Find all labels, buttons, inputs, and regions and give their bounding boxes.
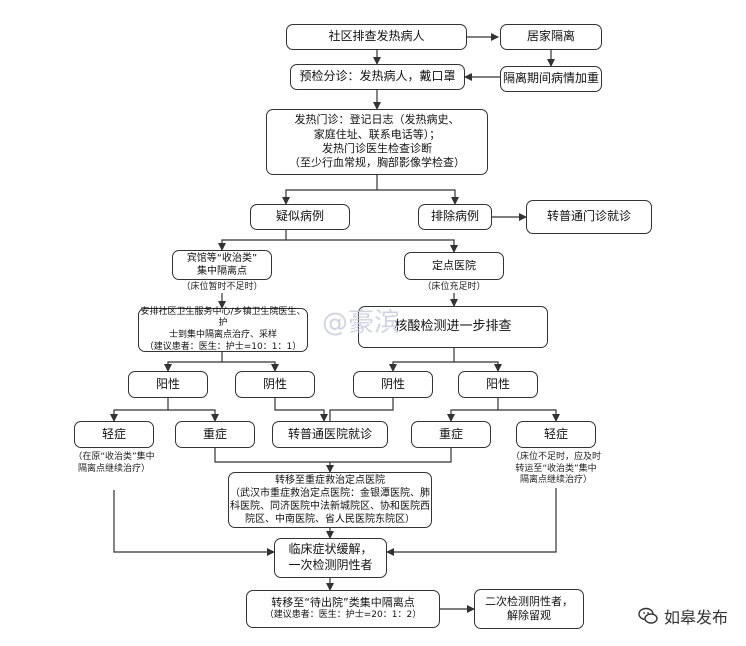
general-clinic-label: 转普通门诊就诊 (546, 209, 631, 224)
triage-label: 预检分诊：发热病人，戴口罩 (299, 69, 456, 84)
designated-hospital-label: 定点医院 (432, 258, 476, 272)
quarantine-worsen-label: 隔离期间病情加重 (502, 71, 599, 86)
fever-clinic-line-3: 发热门诊医生检查诊断 (322, 142, 432, 155)
severe-left-box: 重症 (175, 421, 255, 448)
hotel-center-box: 宾馆等“收治类” 集中隔离点 (172, 250, 272, 280)
community-doctor-line-3: （建议患者：医生：护士=10：1：1） (144, 341, 302, 352)
watermark: @豪滨 (322, 308, 401, 338)
release-line-1: 二次检测阴性者， (485, 594, 573, 608)
triage-box: 预检分诊：发热病人，戴口罩 (290, 64, 465, 90)
mild-right-note: （床位不足时，应及时 转运至“收治类”集中 隔离点继续治疗） (510, 452, 601, 486)
severe-transfer-line-4: 院区、中南医院、省人民医院东院区） (245, 514, 415, 525)
severe-transfer-line-3: 科医院、同济医院中法新城院区、协和医院西 (230, 501, 430, 512)
community-screening-box: 社区排查发热病人 (286, 24, 467, 50)
fever-clinic-line-2: 家庭住址、联系电话等）； (313, 127, 441, 141)
community-screening-label: 社区排查发热病人 (328, 29, 425, 44)
right-negative-box: 阴性 (353, 371, 433, 398)
nucleic-test-box: 核酸检测进一步排查 (358, 306, 548, 348)
wechat-icon (638, 607, 658, 624)
hotel-center-line-1: 宾馆等“收治类” (186, 253, 258, 264)
nucleic-test-label: 核酸检测进一步排查 (394, 318, 512, 334)
severe-transfer-line-2: （武汉市重症救治定点医院：金银潭医院、肺 (230, 488, 430, 499)
severe-transfer-line-1: 转移至重症救治定点医院 (275, 475, 385, 486)
fever-clinic-line-4: （至少行血常规，胸部影像学检查） (289, 156, 465, 170)
recovery-line-1: 临床症状缓解， (288, 542, 373, 557)
hotel-center-line-2: 集中隔离点 (197, 266, 247, 277)
mild-left-box: 轻症 (74, 421, 154, 448)
discharge-center-box: 转移至“待出院”类集中隔离点 （建议患者：医生：护士=20：1：2） (246, 590, 440, 628)
right-positive-box: 阳性 (458, 371, 538, 398)
general-clinic-box: 转普通门诊就诊 (526, 200, 652, 234)
community-doctor-line-1: 安排社区卫生服务中心/乡镇卫生院医生、护 (140, 306, 306, 329)
left-negative-box: 阴性 (235, 371, 315, 398)
excluded-case-box: 排除病例 (418, 204, 492, 230)
fever-clinic-line-1: 发热门诊：登记日志（发热病史、 (294, 113, 460, 127)
recovery-box: 临床症状缓解， 一次检测阴性者 (274, 538, 387, 578)
brand-label: 如皋发布 (663, 608, 728, 627)
home-quarantine-label: 居家隔离 (526, 29, 575, 44)
left-positive-box: 阳性 (128, 371, 208, 398)
release-box: 二次检测阴性者， 解除留观 (474, 589, 584, 629)
severe-right-box: 重症 (411, 421, 491, 448)
suspected-case-box: 疑似病例 (250, 204, 350, 230)
suspected-case-label: 疑似病例 (275, 209, 324, 224)
designated-hospital-box: 定点医院 (404, 252, 504, 280)
mild-left-note: （在原“收治类”集中 隔离点继续治疗） (73, 452, 155, 474)
bed-shortage-note: （床位暂时不足时） (181, 282, 263, 292)
brand-badge: 如皋发布 (638, 604, 728, 628)
discharge-center-note: （建议患者：医生：护士=20：1：2） (264, 610, 422, 621)
general-hospital-box: 转普通医院就诊 (272, 421, 388, 448)
home-quarantine-box: 居家隔离 (500, 24, 602, 50)
excluded-case-label: 排除病例 (430, 209, 479, 224)
bed-enough-note: （床位充足时） (422, 282, 486, 292)
community-doctor-box: 安排社区卫生服务中心/乡镇卫生院医生、护 士到集中隔离点治疗、采样 （建议患者：… (138, 306, 308, 352)
mild-right-box: 轻症 (516, 421, 596, 448)
recovery-line-2: 一次检测阴性者 (288, 558, 373, 572)
community-doctor-line-2: 士到集中隔离点治疗、采样 (168, 330, 277, 340)
fever-clinic-box: 发热门诊：登记日志（发热病史、 家庭住址、联系电话等）； 发热门诊医生检查诊断 … (266, 109, 488, 175)
quarantine-worsen-box: 隔离期间病情加重 (500, 66, 602, 92)
release-line-2: 解除留观 (507, 609, 551, 622)
severe-transfer-box: 转移至重症救治定点医院 （武汉市重症救治定点医院：金银潭医院、肺 科医院、同济医… (228, 472, 432, 528)
discharge-center-label: 转移至“待出院”类集中隔离点 (271, 596, 415, 609)
